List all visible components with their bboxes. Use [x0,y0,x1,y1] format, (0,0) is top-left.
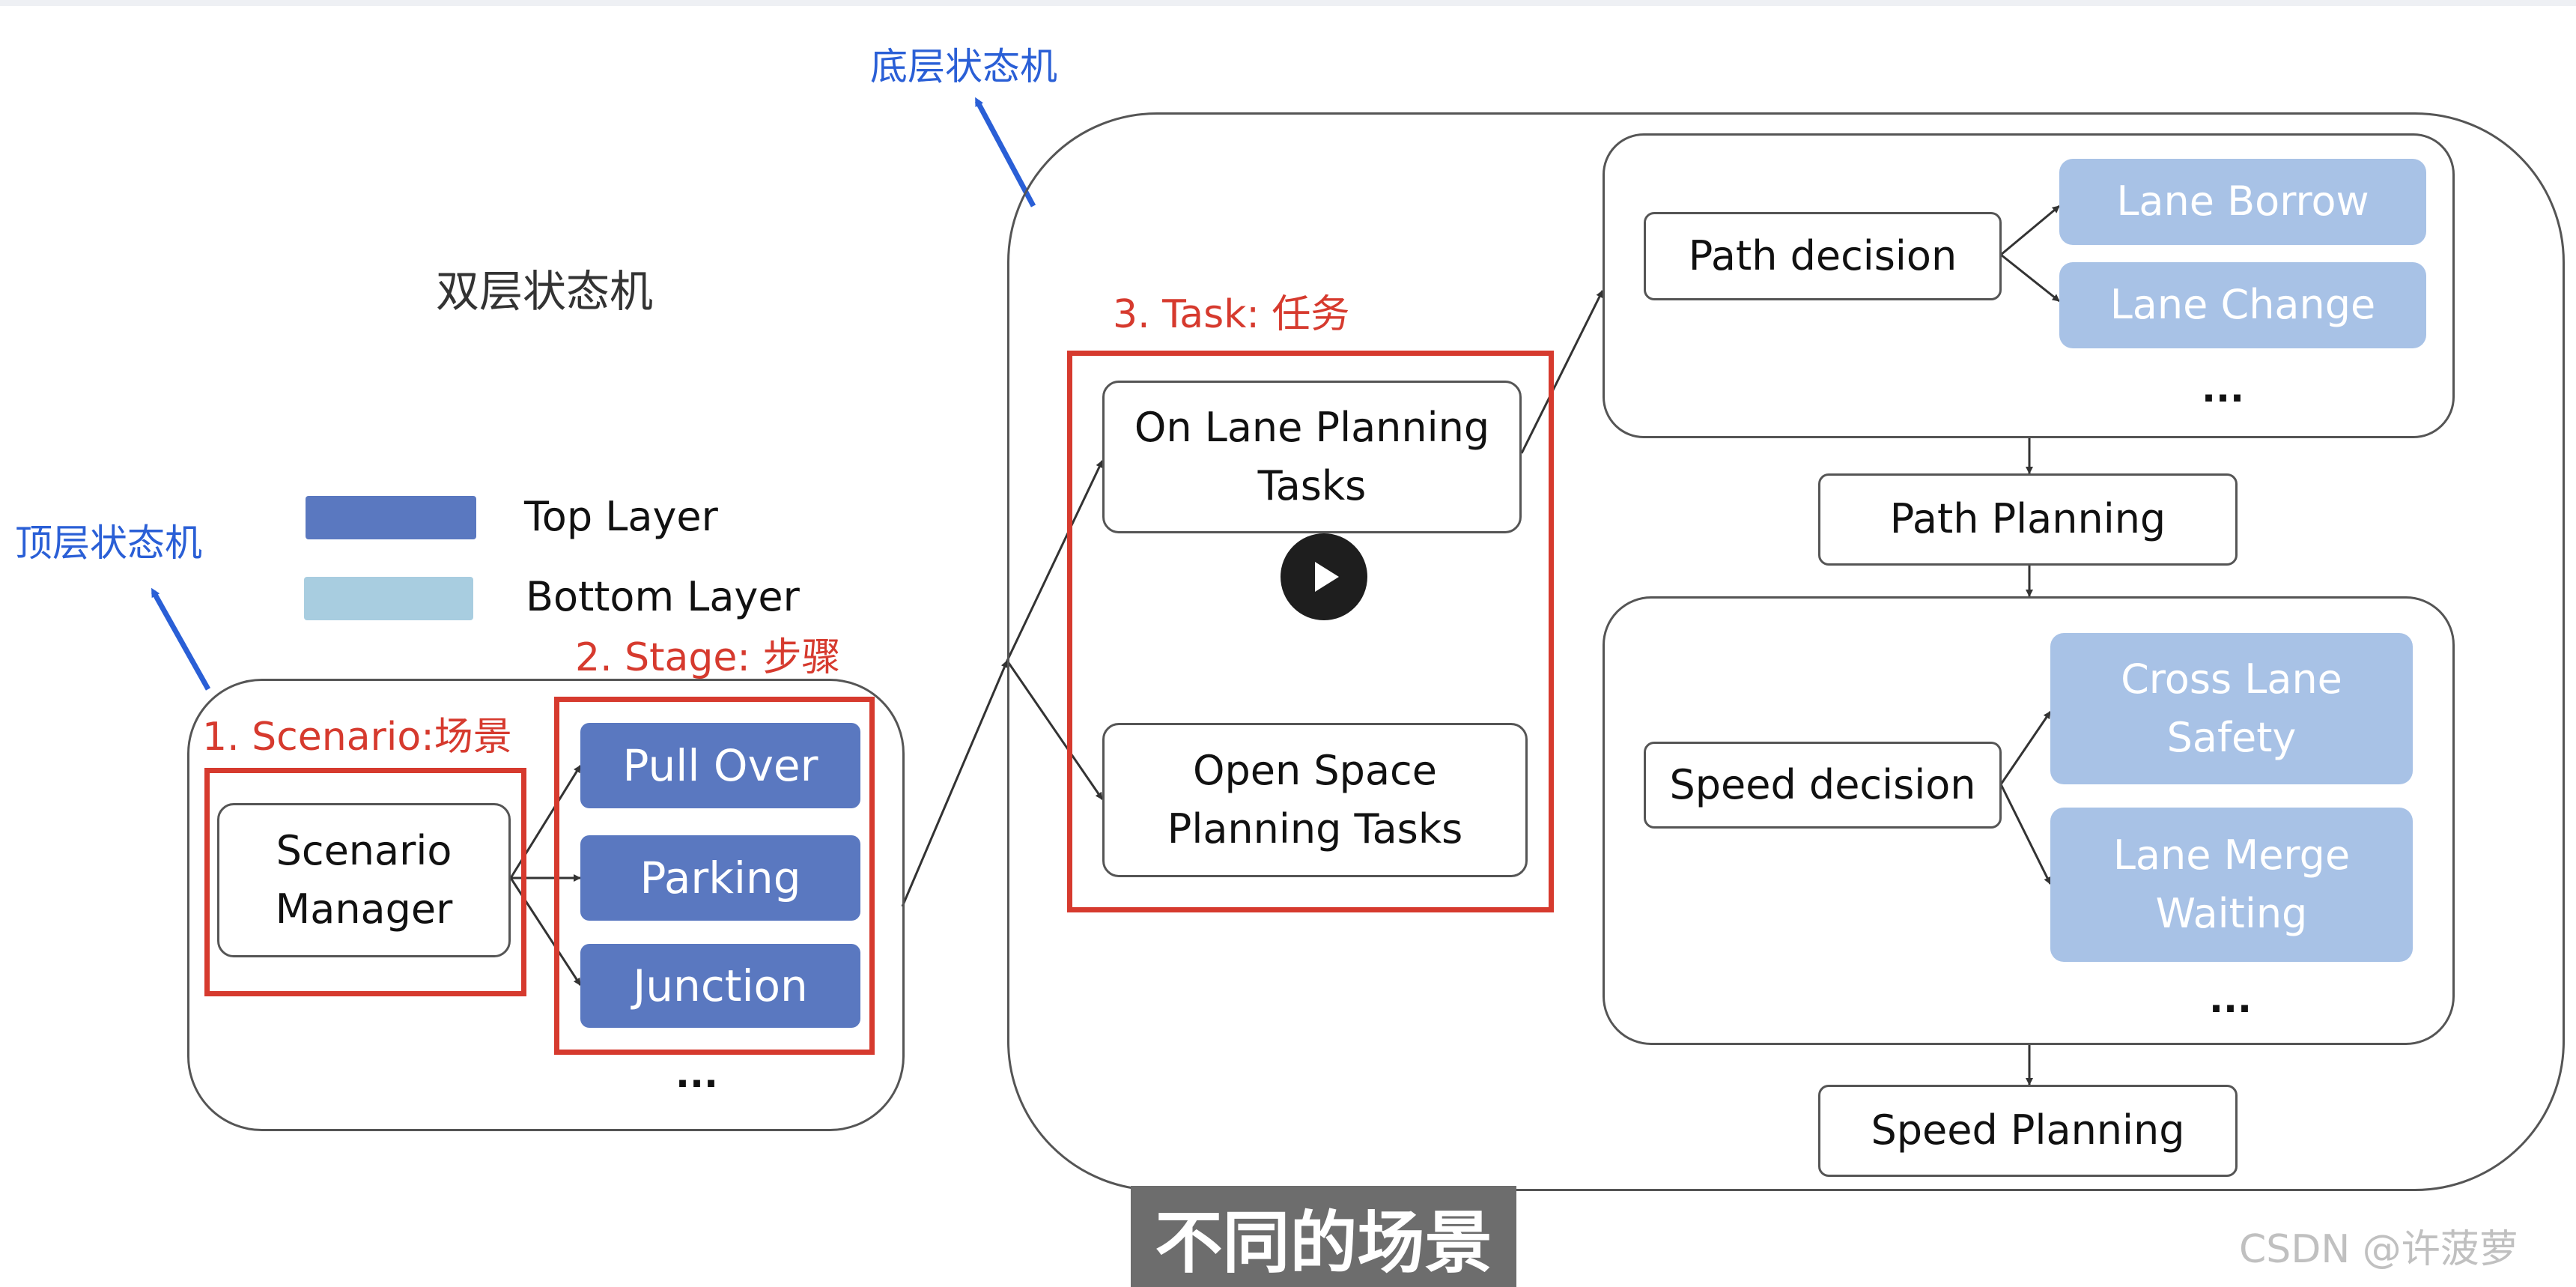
open-space-line1: Open Space [1193,746,1437,794]
arrow-to-lane-change [2000,253,2060,303]
scenario-highlight-box [204,768,526,996]
cross-lane-line2: Safety [2166,714,2297,761]
scenario-manager-line1: Scenario [276,826,452,874]
speed-more-ellipsis: ... [2209,978,2252,1021]
path-decision-node: Path decision [1644,212,2002,300]
on-lane-line2: Tasks [1257,462,1367,509]
arrow-top-fsm [151,587,211,691]
stage-highlight-box [554,697,875,1055]
open-space-line2: Planning Tasks [1167,805,1463,853]
annotation-scenario: 1. Scenario:场景 [202,715,512,760]
bottom-layer-container [1007,112,2565,1191]
legend-bottom-layer-label: Bottom Layer [526,573,800,620]
dual-fsm-title: 双层状态机 [436,266,654,317]
arrow-top-to-bottom [901,660,1009,907]
stage-more-ellipsis: ... [675,1053,718,1096]
legend-top-layer-swatch [306,496,476,539]
arrow-to-open-space [1006,660,1104,800]
top-layer-container [187,679,905,1131]
speed-decision-node: Speed decision [1644,742,2002,829]
scenario-manager-line2: Manager [275,885,453,933]
annotation-task: 3. Task: 任务 [1113,292,1350,337]
path-planning-node: Path Planning [1818,473,2238,566]
top-border [0,0,2576,6]
bottom-fsm-label: 底层状态机 [870,45,1057,88]
stage-pull-over: Pull Over [580,723,860,808]
path-more-ellipsis: ... [2202,367,2244,411]
arrow-bottom-fsm [974,97,1036,208]
speed-group-container [1603,596,2455,1045]
lane-merge-line2: Waiting [2155,890,2308,937]
lane-change-task: Lane Change [2059,262,2426,348]
arrow-to-on-lane [1006,460,1104,661]
on-lane-line1: On Lane Planning [1134,403,1490,451]
play-button[interactable] [1281,533,1367,620]
stage-parking: Parking [580,835,860,921]
video-subtitle: 不同的场景 [1131,1186,1516,1287]
arrow-to-lane-merge [1999,784,2052,885]
task-highlight-box [1067,351,1554,912]
arrow-to-cross-lane [1999,711,2052,785]
csdn-watermark: CSDN @许菠萝 [2239,1227,2518,1272]
path-group-container [1603,133,2455,438]
top-fsm-label: 顶层状态机 [15,521,202,565]
lane-merge-line1: Lane Merge [2112,831,2351,879]
arrow-on-lane-to-path [1520,290,1604,454]
play-icon [1315,562,1339,592]
legend-bottom-layer-swatch [304,577,473,620]
lane-borrow-task: Lane Borrow [2059,159,2426,245]
arrow-to-lane-borrow [2000,205,2060,256]
speed-planning-node: Speed Planning [1818,1085,2238,1177]
cross-lane-line1: Cross Lane [2121,655,2342,703]
annotation-stage: 2. Stage: 步骤 [575,635,841,680]
stage-junction: Junction [580,944,860,1028]
legend-top-layer-label: Top Layer [524,493,718,540]
